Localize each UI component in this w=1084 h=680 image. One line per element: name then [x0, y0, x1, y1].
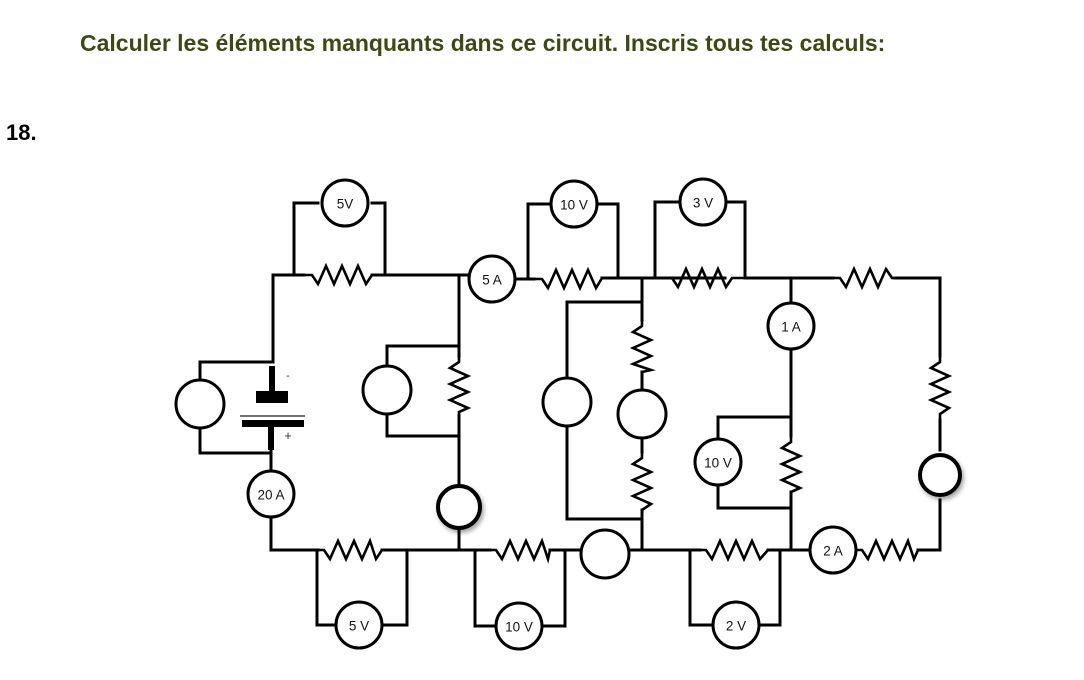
ammeter-top-mid[interactable]: 5 A [467, 254, 517, 304]
resistor [927, 356, 953, 420]
resistor [778, 436, 804, 494]
ammeter-source[interactable]: 20 A [246, 469, 296, 519]
wire [269, 516, 320, 552]
wire [473, 548, 498, 628]
resistor [833, 265, 895, 291]
wire [380, 548, 409, 627]
voltmeter-top-right[interactable]: 3 V [678, 177, 728, 227]
wire [526, 202, 553, 281]
resistor [304, 262, 374, 288]
meter-label: 1 A [781, 320, 801, 335]
meter-unknown-mid-parallel[interactable] [541, 376, 593, 428]
battery-negative-label: - [286, 370, 290, 382]
voltmeter-top-mid[interactable]: 10 V [549, 179, 599, 229]
wire [565, 425, 644, 521]
meter-unknown-bottom-mid[interactable] [579, 528, 631, 580]
wire [385, 344, 461, 368]
wire [565, 300, 644, 322]
resistor [665, 265, 745, 291]
wire [370, 201, 387, 277]
meter-label: 3 V [693, 196, 713, 211]
meter-label: 20 A [257, 488, 284, 503]
wire [198, 360, 275, 382]
wire [758, 548, 782, 627]
meter-label: 2 A [823, 544, 843, 559]
voltmeter-bottom-right[interactable]: 2 V [711, 600, 761, 650]
wire [688, 548, 714, 627]
meter-unknown-left-series[interactable] [436, 484, 482, 530]
meter-unknown-far-right[interactable] [918, 453, 962, 497]
voltmeter-right-branch[interactable]: 10 V [693, 437, 743, 487]
resistor [700, 537, 769, 563]
wire [198, 426, 273, 455]
voltmeter-bottom-left[interactable]: 5 V [334, 600, 384, 650]
wire [716, 484, 793, 510]
resistor [490, 537, 552, 564]
meter-label: 2 V [726, 619, 746, 634]
wire [292, 201, 320, 277]
wire [315, 548, 338, 627]
meter-label: 10 V [505, 620, 533, 635]
resistor [629, 452, 655, 512]
resistor [534, 266, 604, 292]
ammeter-bottom-right[interactable]: 2 A [808, 525, 858, 575]
resistor [446, 356, 472, 416]
wire [541, 548, 567, 628]
wire [916, 498, 942, 552]
wire [385, 412, 461, 438]
ammeter-right-branch[interactable]: 1 A [766, 301, 816, 351]
battery-icon: - + [240, 366, 305, 450]
wire [893, 276, 942, 358]
resistors [304, 262, 953, 564]
voltmeter-top-left[interactable]: 5V [320, 178, 370, 228]
wire [725, 200, 747, 280]
resistor [318, 537, 384, 563]
meter-unknown-mid-series[interactable] [616, 388, 668, 440]
meter-label: 10 V [704, 456, 732, 471]
instruction-heading: Calculer les éléments manquants dans ce … [80, 30, 886, 56]
voltmeter-bottom-mid[interactable]: 10 V [494, 601, 544, 651]
meter-unknown-left-parallel[interactable] [361, 364, 413, 416]
meter-label: 5 A [482, 273, 502, 288]
meter-unknown-battery[interactable] [174, 378, 226, 430]
wire [596, 202, 620, 280]
resistor [629, 320, 656, 374]
meter-label: 10 V [560, 198, 588, 213]
battery-positive-label: + [284, 428, 292, 443]
meter-label: 5 V [349, 619, 369, 634]
question-number: 18. [6, 120, 37, 145]
meters: 5V 5 A 10 V 3 V 1 A 10 V 20 A 5 V [174, 177, 962, 651]
wire [653, 200, 682, 280]
meter-label: 5V [337, 197, 354, 212]
resistor [856, 537, 920, 563]
